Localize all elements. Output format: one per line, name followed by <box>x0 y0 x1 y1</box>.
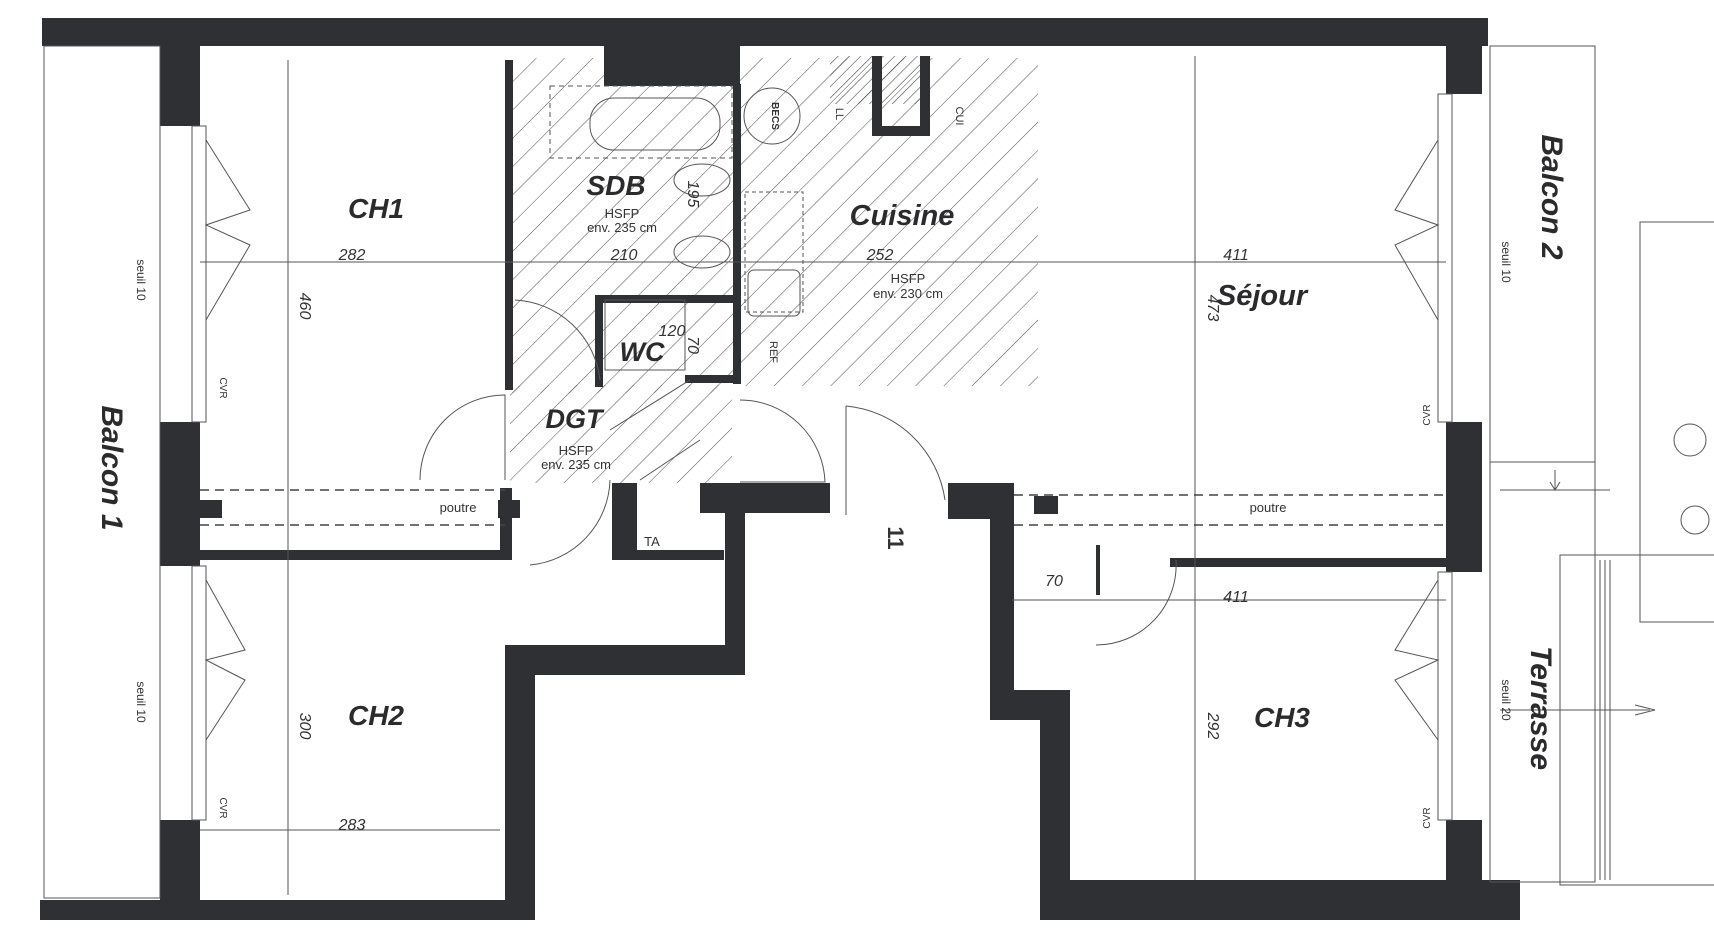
ll-label: LL <box>833 108 845 120</box>
cuisine-height: env. 230 cm <box>873 286 943 301</box>
seuil-terrasse: seuil 20 <box>1499 679 1513 721</box>
dim-ch2-depth: 300 <box>296 713 313 740</box>
seuil-balcon2: seuil 10 <box>1499 241 1513 283</box>
cuisine-hsfp: HSFP <box>891 271 926 286</box>
cuisine-hatch <box>740 58 1038 386</box>
terrasse-railing <box>1500 423 1710 716</box>
dim-wc-width: 120 <box>659 323 686 340</box>
dim-sdb-inner: 195 <box>684 181 701 208</box>
doors <box>419 299 1177 646</box>
room-label-sejour: Séjour <box>1217 280 1309 312</box>
room-label-wc: WC <box>620 337 665 367</box>
poutre-label-right: poutre <box>1250 500 1287 515</box>
sdb-hsfp: HSFP <box>605 206 640 221</box>
dim-ch2-width: 283 <box>338 817 366 834</box>
room-label-dgt: DGT <box>546 404 606 434</box>
cvr-ch3: CVR <box>1422 807 1433 828</box>
dgt-hsfp: HSFP <box>559 443 594 458</box>
room-label-cuisine: Cuisine <box>850 200 955 232</box>
ta-label: TA <box>644 534 660 549</box>
entry-mark: 11 <box>883 526 908 549</box>
room-label-terrasse: Terrasse <box>1524 646 1557 770</box>
room-label-ch1: CH1 <box>348 193 404 224</box>
poutre-label-left: poutre <box>440 500 477 515</box>
sdb-height: env. 235 cm <box>587 220 657 235</box>
cui-label: CUI <box>953 107 965 126</box>
dim-ch1-width: 282 <box>338 247 366 264</box>
sdb-hatch <box>510 58 738 393</box>
seuil-balcon1-bottom: seuil 10 <box>134 681 148 723</box>
cvr-ch1: CVR <box>217 377 228 398</box>
outer-walls <box>40 18 1520 920</box>
room-label-ch3: CH3 <box>1254 702 1310 733</box>
interior-walls <box>200 56 1446 920</box>
dim-sejour-width: 411 <box>1223 247 1249 264</box>
beams <box>200 489 1446 526</box>
dim-ch1-depth: 460 <box>296 293 313 320</box>
dim-sdb-width: 210 <box>610 247 638 264</box>
cvr-sejour: CVR <box>1422 404 1433 425</box>
ref-label: REF <box>767 341 779 363</box>
room-label-ch2: CH2 <box>348 700 404 731</box>
dim-cuisine-width: 252 <box>866 247 894 264</box>
room-label-balcon1: Balcon 1 <box>95 405 128 530</box>
dim-ch3-depth: 292 <box>1204 712 1221 740</box>
dgt-height: env. 235 cm <box>541 457 611 472</box>
becs-label: BECS <box>769 102 780 130</box>
cvr-ch2: CVR <box>217 797 228 818</box>
dim-ch3-width: 411 <box>1223 589 1249 606</box>
outline-lines <box>43 45 1714 899</box>
room-label-balcon2: Balcon 2 <box>1535 134 1568 259</box>
dim-sejour-depth: 473 <box>1204 295 1221 322</box>
bathroom-fixtures <box>549 85 804 371</box>
room-label-sdb: SDB <box>586 170 645 201</box>
dim-passage: 70 <box>1045 573 1063 590</box>
seuil-balcon1-top: seuil 10 <box>134 259 148 301</box>
windows <box>191 93 1453 821</box>
dim-wc-depth: 70 <box>684 336 701 354</box>
dgt-hatch <box>510 385 732 483</box>
